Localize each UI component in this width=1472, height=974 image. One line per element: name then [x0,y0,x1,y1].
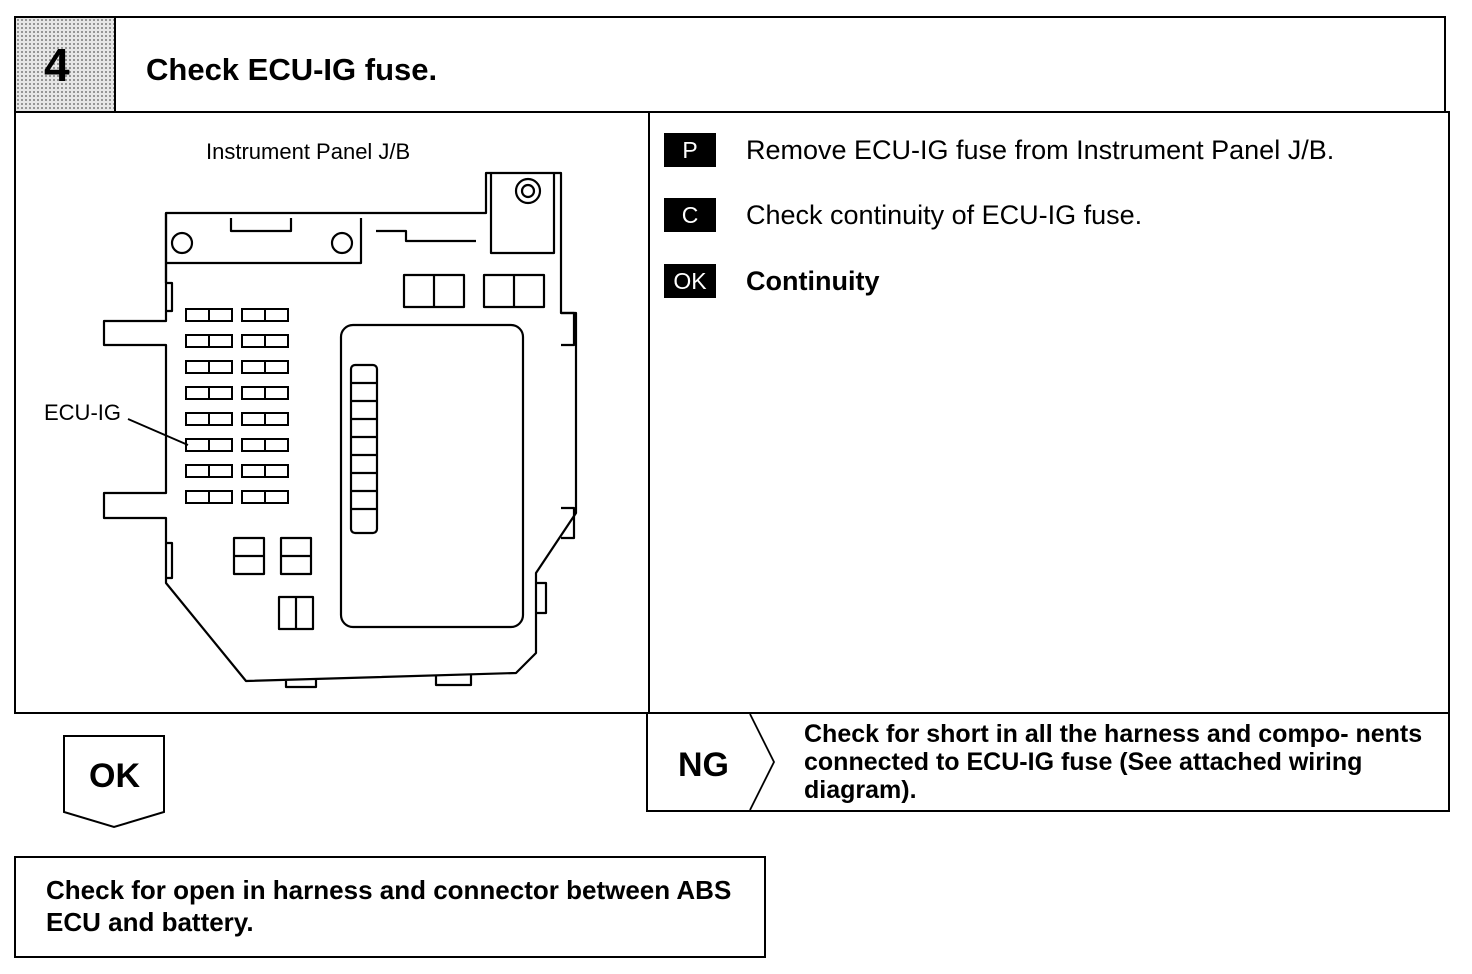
instruction-text: Continuity [746,265,880,296]
step-title: Check ECU-IG fuse. [146,52,438,87]
column-divider [648,113,650,712]
ecu-ig-callout: ECU-IG [44,400,121,425]
ng-branch-box: NG Check for short in all the harness an… [646,712,1450,812]
instruction-c: C Check continuity of ECU-IG fuse. [664,198,1142,232]
tag-ok: OK [664,264,716,298]
tag-p: P [664,133,716,167]
step-header: 4 Check ECU-IG fuse. [14,16,1446,113]
ng-chevron [749,714,776,810]
diagram-caption: Instrument Panel J/B [206,139,411,164]
ok-branch-label: OK [89,757,140,795]
instruction-p: P Remove ECU-IG fuse from Instrument Pan… [664,133,1334,167]
ng-branch-text: Check for short in all the harness and c… [804,720,1423,804]
step-number: 4 [44,39,70,91]
junction-block-diagram [102,171,578,689]
tag-c: C [664,198,716,232]
step-number-badge: 4 [16,18,116,113]
instruction-text: Remove ECU-IG fuse from Instrument Panel… [746,134,1335,165]
instruction-ok: OK Continuity [664,264,879,298]
ok-arrow-shape [63,735,165,829]
ng-branch-label: NG [678,746,729,784]
ok-branch-text: Check for open in harness and connector … [46,875,732,937]
step-content: Instrument Panel J/B [14,111,1450,714]
ok-branch-box: Check for open in harness and connector … [14,856,766,958]
instruction-text: Check continuity of ECU-IG fuse. [746,199,1143,230]
